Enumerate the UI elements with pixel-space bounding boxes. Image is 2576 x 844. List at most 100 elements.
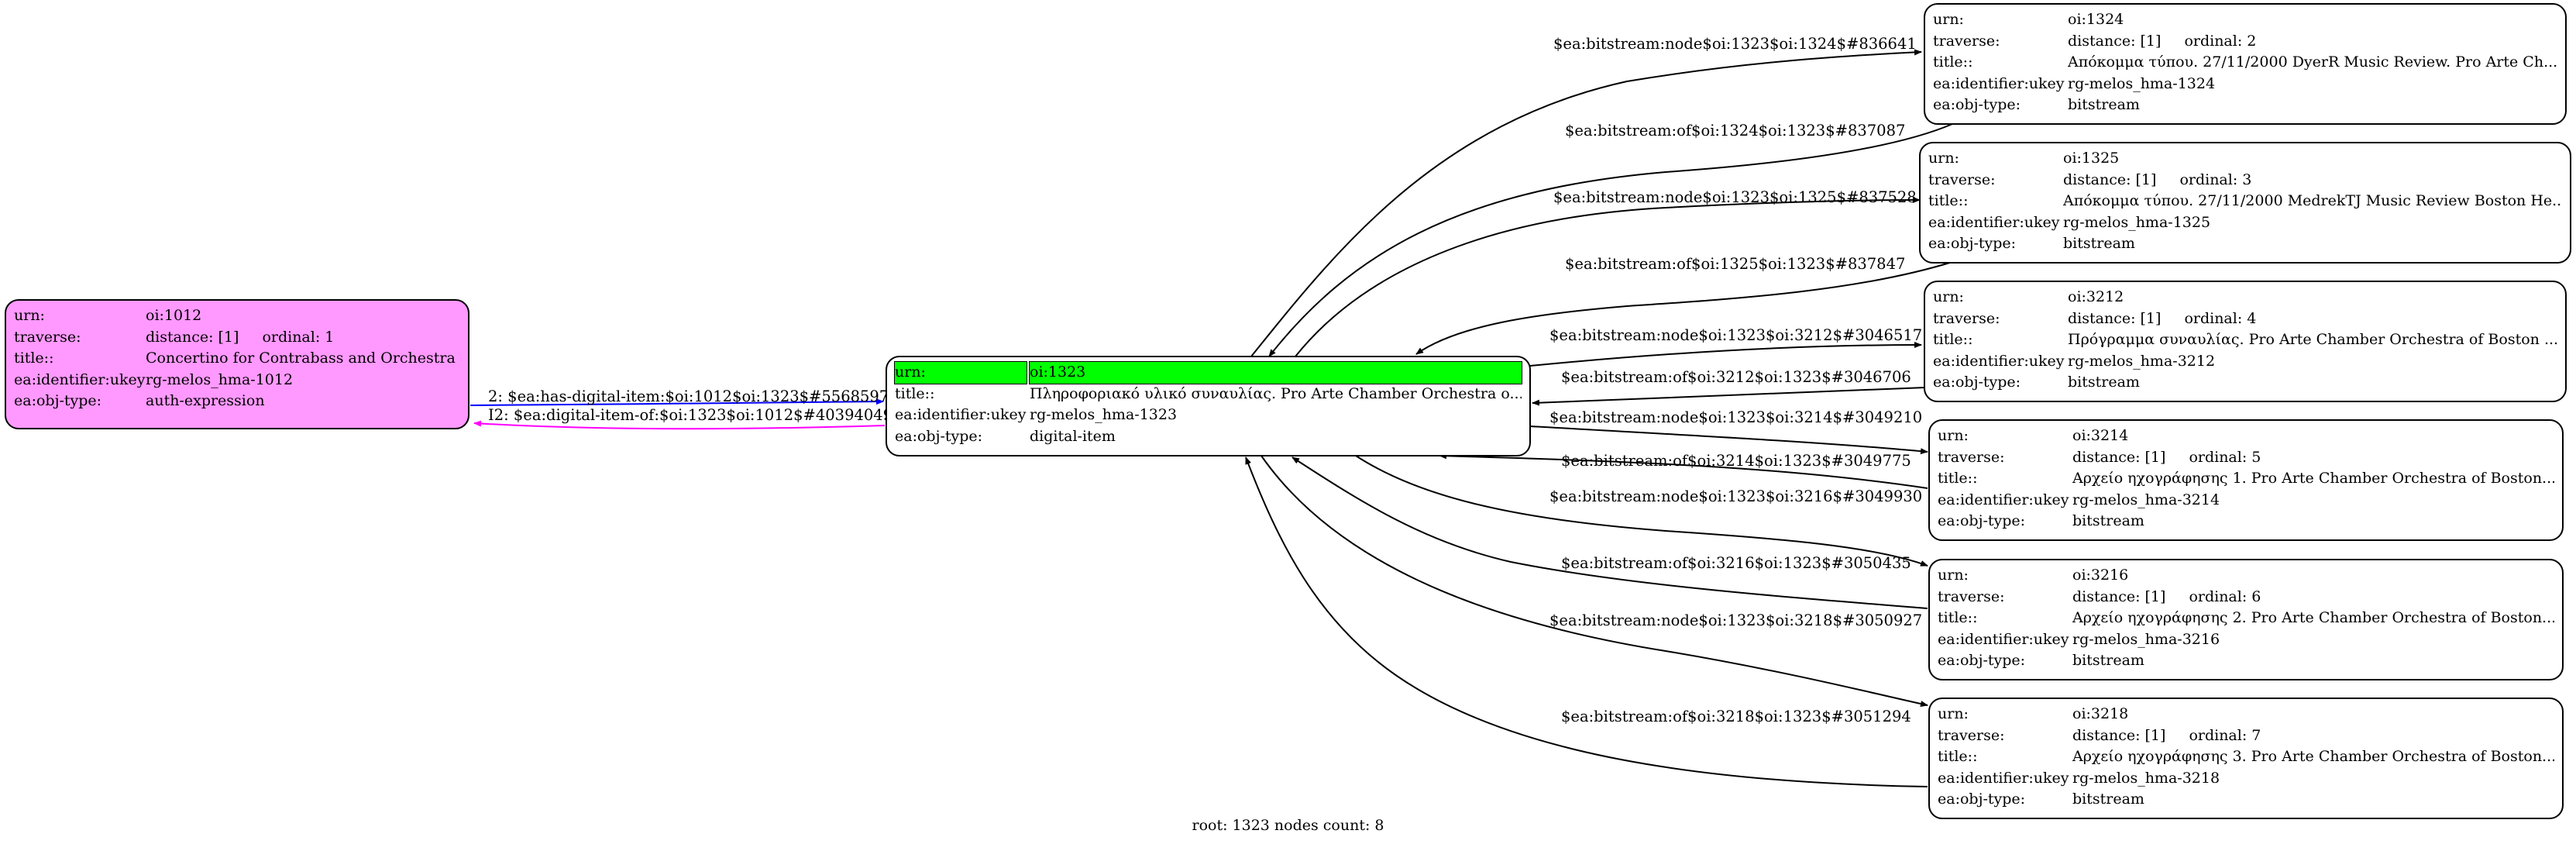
- edge-of-1324: [1268, 123, 1953, 357]
- edge-of-3216: [1291, 456, 1928, 609]
- edge-node-3214: [1529, 425, 1928, 455]
- edge-node-1325: [1295, 197, 1921, 357]
- row-title: title::Πρόγραμμα συναυλίας. Pro Arte Cha…: [1933, 329, 2557, 351]
- row-urn: urn:oi:1323: [894, 361, 1522, 384]
- row-traverse: traverse: distance: [1] ordinal: 5: [1938, 447, 2554, 469]
- value-urn: oi:3214: [2072, 427, 2129, 444]
- value-distance: distance: [1]: [2072, 448, 2166, 466]
- key-traverse: traverse:: [1928, 171, 1996, 188]
- row-title: title::Concertino for Contrabass and Orc…: [14, 348, 460, 370]
- value-title: Concertino for Contrabass and Orchestra: [146, 350, 456, 367]
- value-obj-type: bitstream: [2072, 652, 2144, 669]
- value-traverse: distance: [1] ordinal: 5: [2072, 447, 2554, 469]
- value-urn: oi:1324: [2068, 11, 2124, 28]
- key-obj-type: ea:obj-type:: [1938, 652, 2026, 669]
- value-title: Πληροφοριακό υλικό συναυλίας. Pro Arte C…: [1030, 384, 1522, 402]
- key-title: title::: [1933, 331, 1973, 348]
- node-oi-1324[interactable]: urn: oi:1324 traverse: distance: [1]ordina…: [1924, 3, 2567, 125]
- node-oi-1325[interactable]: urn:oi:1325 traverse: distance: [1] ordina…: [1919, 142, 2571, 264]
- key-ukey: ea:identifier:ukey: [1928, 213, 2060, 231]
- value-obj-type: bitstream: [2068, 374, 2140, 391]
- edge-of-3214: [1439, 453, 1928, 489]
- key-traverse: traverse:: [1938, 587, 2005, 605]
- key-traverse: traverse:: [1933, 309, 2000, 327]
- row-title: title::Αρχείο ηχογράφησης 2. Pro Arte Ch…: [1938, 608, 2554, 629]
- edge-node-3218: [1260, 455, 1928, 707]
- value-traverse: distance: [1]ordinal: 1: [146, 327, 460, 349]
- value-ukey: rg-melos_hma-1325: [2063, 213, 2211, 231]
- node-oi-3212[interactable]: urn:oi:3212 traverse:distance: [1]ordina…: [1924, 281, 2567, 402]
- key-ukey: ea:identifier:ukey: [1938, 630, 2069, 648]
- row-urn: urn:oi:3212: [1933, 287, 2557, 308]
- value-urn: oi:3218: [2072, 705, 2129, 722]
- row-traverse: traverse: distance: [1]ordinal: 6: [1938, 587, 2554, 608]
- key-obj-type: ea:obj-type:: [1928, 235, 2017, 252]
- value-title: Απόκομμα τύπου. 27/11/2000 DyerR Music R…: [2068, 53, 2557, 71]
- edge-of-3212: [1532, 387, 1926, 406]
- key-urn: urn:: [1938, 427, 1969, 444]
- key-urn: urn:: [1933, 11, 1964, 28]
- node-oi-3214[interactable]: urn: oi:3214 traverse: distance: [1] ordina…: [1928, 419, 2564, 541]
- value-traverse: distance: [1]ordinal: 6: [2072, 587, 2554, 608]
- edge-label-node-1325: $ea:bitstream:node$oi:1323$oi:1325$#8375…: [1553, 188, 1917, 206]
- key-urn: urn:: [14, 307, 45, 324]
- row-traverse: traverse: distance: [1] ordinal: 3: [1928, 170, 2562, 191]
- row-urn: urn: oi:1324: [1933, 9, 2557, 31]
- key-urn: urn:: [1938, 705, 1969, 722]
- key-obj-type: ea:obj-type:: [1938, 512, 2026, 529]
- key-title: title::: [1938, 609, 1978, 626]
- edge-has-digital-item: [469, 398, 884, 406]
- value-urn: oi:3216: [2072, 567, 2129, 584]
- key-ukey: ea:identifier:ukey: [1938, 491, 2069, 508]
- value-obj-type: digital-item: [1030, 427, 1116, 445]
- value-distance: distance: [1]: [2072, 587, 2166, 605]
- value-title: Πρόγραμμα συναυλίας. Pro Arte Chamber Or…: [2068, 331, 2557, 348]
- edge-of-3218: [1245, 456, 1928, 787]
- row-urn: urn:oi:1012: [14, 305, 460, 327]
- value-urn: oi:3212: [2068, 288, 2124, 305]
- key-title: title::: [1933, 53, 1973, 71]
- value-ordinal: ordinal: 5: [2189, 448, 2261, 466]
- node-oi-1012[interactable]: urn:oi:1012 traverse:distance: [1]ordina…: [5, 299, 469, 429]
- row-urn: urn:oi:1325: [1928, 148, 2562, 170]
- edge-label-node-3212: $ea:bitstream:node$oi:1323$oi:3212$#3046…: [1549, 326, 1922, 344]
- row-obj-type: ea:obj-type: bitstream: [1933, 372, 2557, 394]
- row-obj-type: ea:obj-type:bitstream: [1938, 789, 2554, 811]
- value-ordinal: ordinal: 3: [2179, 171, 2252, 188]
- row-title: title::Απόκομμα τύπου. 27/11/2000 DyerR …: [1933, 52, 2557, 74]
- key-traverse: traverse:: [1933, 32, 2000, 50]
- edge-label-node-3216: $ea:bitstream:node$oi:1323$oi:3216$#3049…: [1549, 487, 1922, 505]
- node-oi-1323[interactable]: urn:oi:1323 title::Πληροφοριακό υλικό συ…: [886, 356, 1531, 456]
- key-urn: urn:: [1938, 567, 1969, 584]
- value-ukey: rg-melos_hma-3216: [2072, 630, 2220, 648]
- row-obj-type: ea:obj-type:bitstream: [1938, 511, 2554, 532]
- row-urn: urn: oi:3216: [1938, 565, 2554, 587]
- value-distance: distance: [1]: [2063, 171, 2157, 188]
- edge-node-3212: [1529, 342, 1922, 367]
- key-title: title::: [895, 384, 935, 402]
- value-title: Αρχείο ηχογράφησης 1. Pro Arte Chamber O…: [2072, 470, 2554, 487]
- value-urn: oi:1323: [1029, 361, 1522, 384]
- value-urn: oi:1325: [2063, 150, 2120, 167]
- row-traverse: traverse:distance: [1]ordinal: 7: [1938, 725, 2554, 747]
- node-oi-3216[interactable]: urn: oi:3216 traverse: distance: [1]ordina…: [1928, 559, 2564, 680]
- row-traverse: traverse:distance: [1]ordinal: 1: [14, 327, 460, 349]
- value-obj-type: bitstream: [2068, 96, 2140, 113]
- node-oi-3218[interactable]: urn: oi:3218 traverse:distance: [1]ordina…: [1928, 698, 2564, 819]
- key-urn: urn:: [894, 361, 1027, 384]
- value-obj-type: auth-expression: [146, 392, 265, 409]
- value-title: Αρχείο ηχογράφησης 2. Pro Arte Chamber O…: [2072, 609, 2554, 626]
- value-ordinal: ordinal: 2: [2184, 32, 2257, 50]
- row-title: title::Απόκομμα τύπου. 27/11/2000 Medrek…: [1928, 191, 2562, 212]
- key-obj-type: ea:obj-type:: [1933, 374, 2021, 391]
- value-traverse: distance: [1]ordinal: 2: [2068, 31, 2557, 53]
- value-distance: distance: [1]: [2072, 726, 2166, 744]
- row-traverse: traverse:distance: [1]ordinal: 4: [1933, 308, 2557, 330]
- edge-label-of-1325: $ea:bitstream:of$oi:1325$oi:1323$#837847: [1565, 255, 1905, 273]
- key-traverse: traverse:: [1938, 448, 2005, 466]
